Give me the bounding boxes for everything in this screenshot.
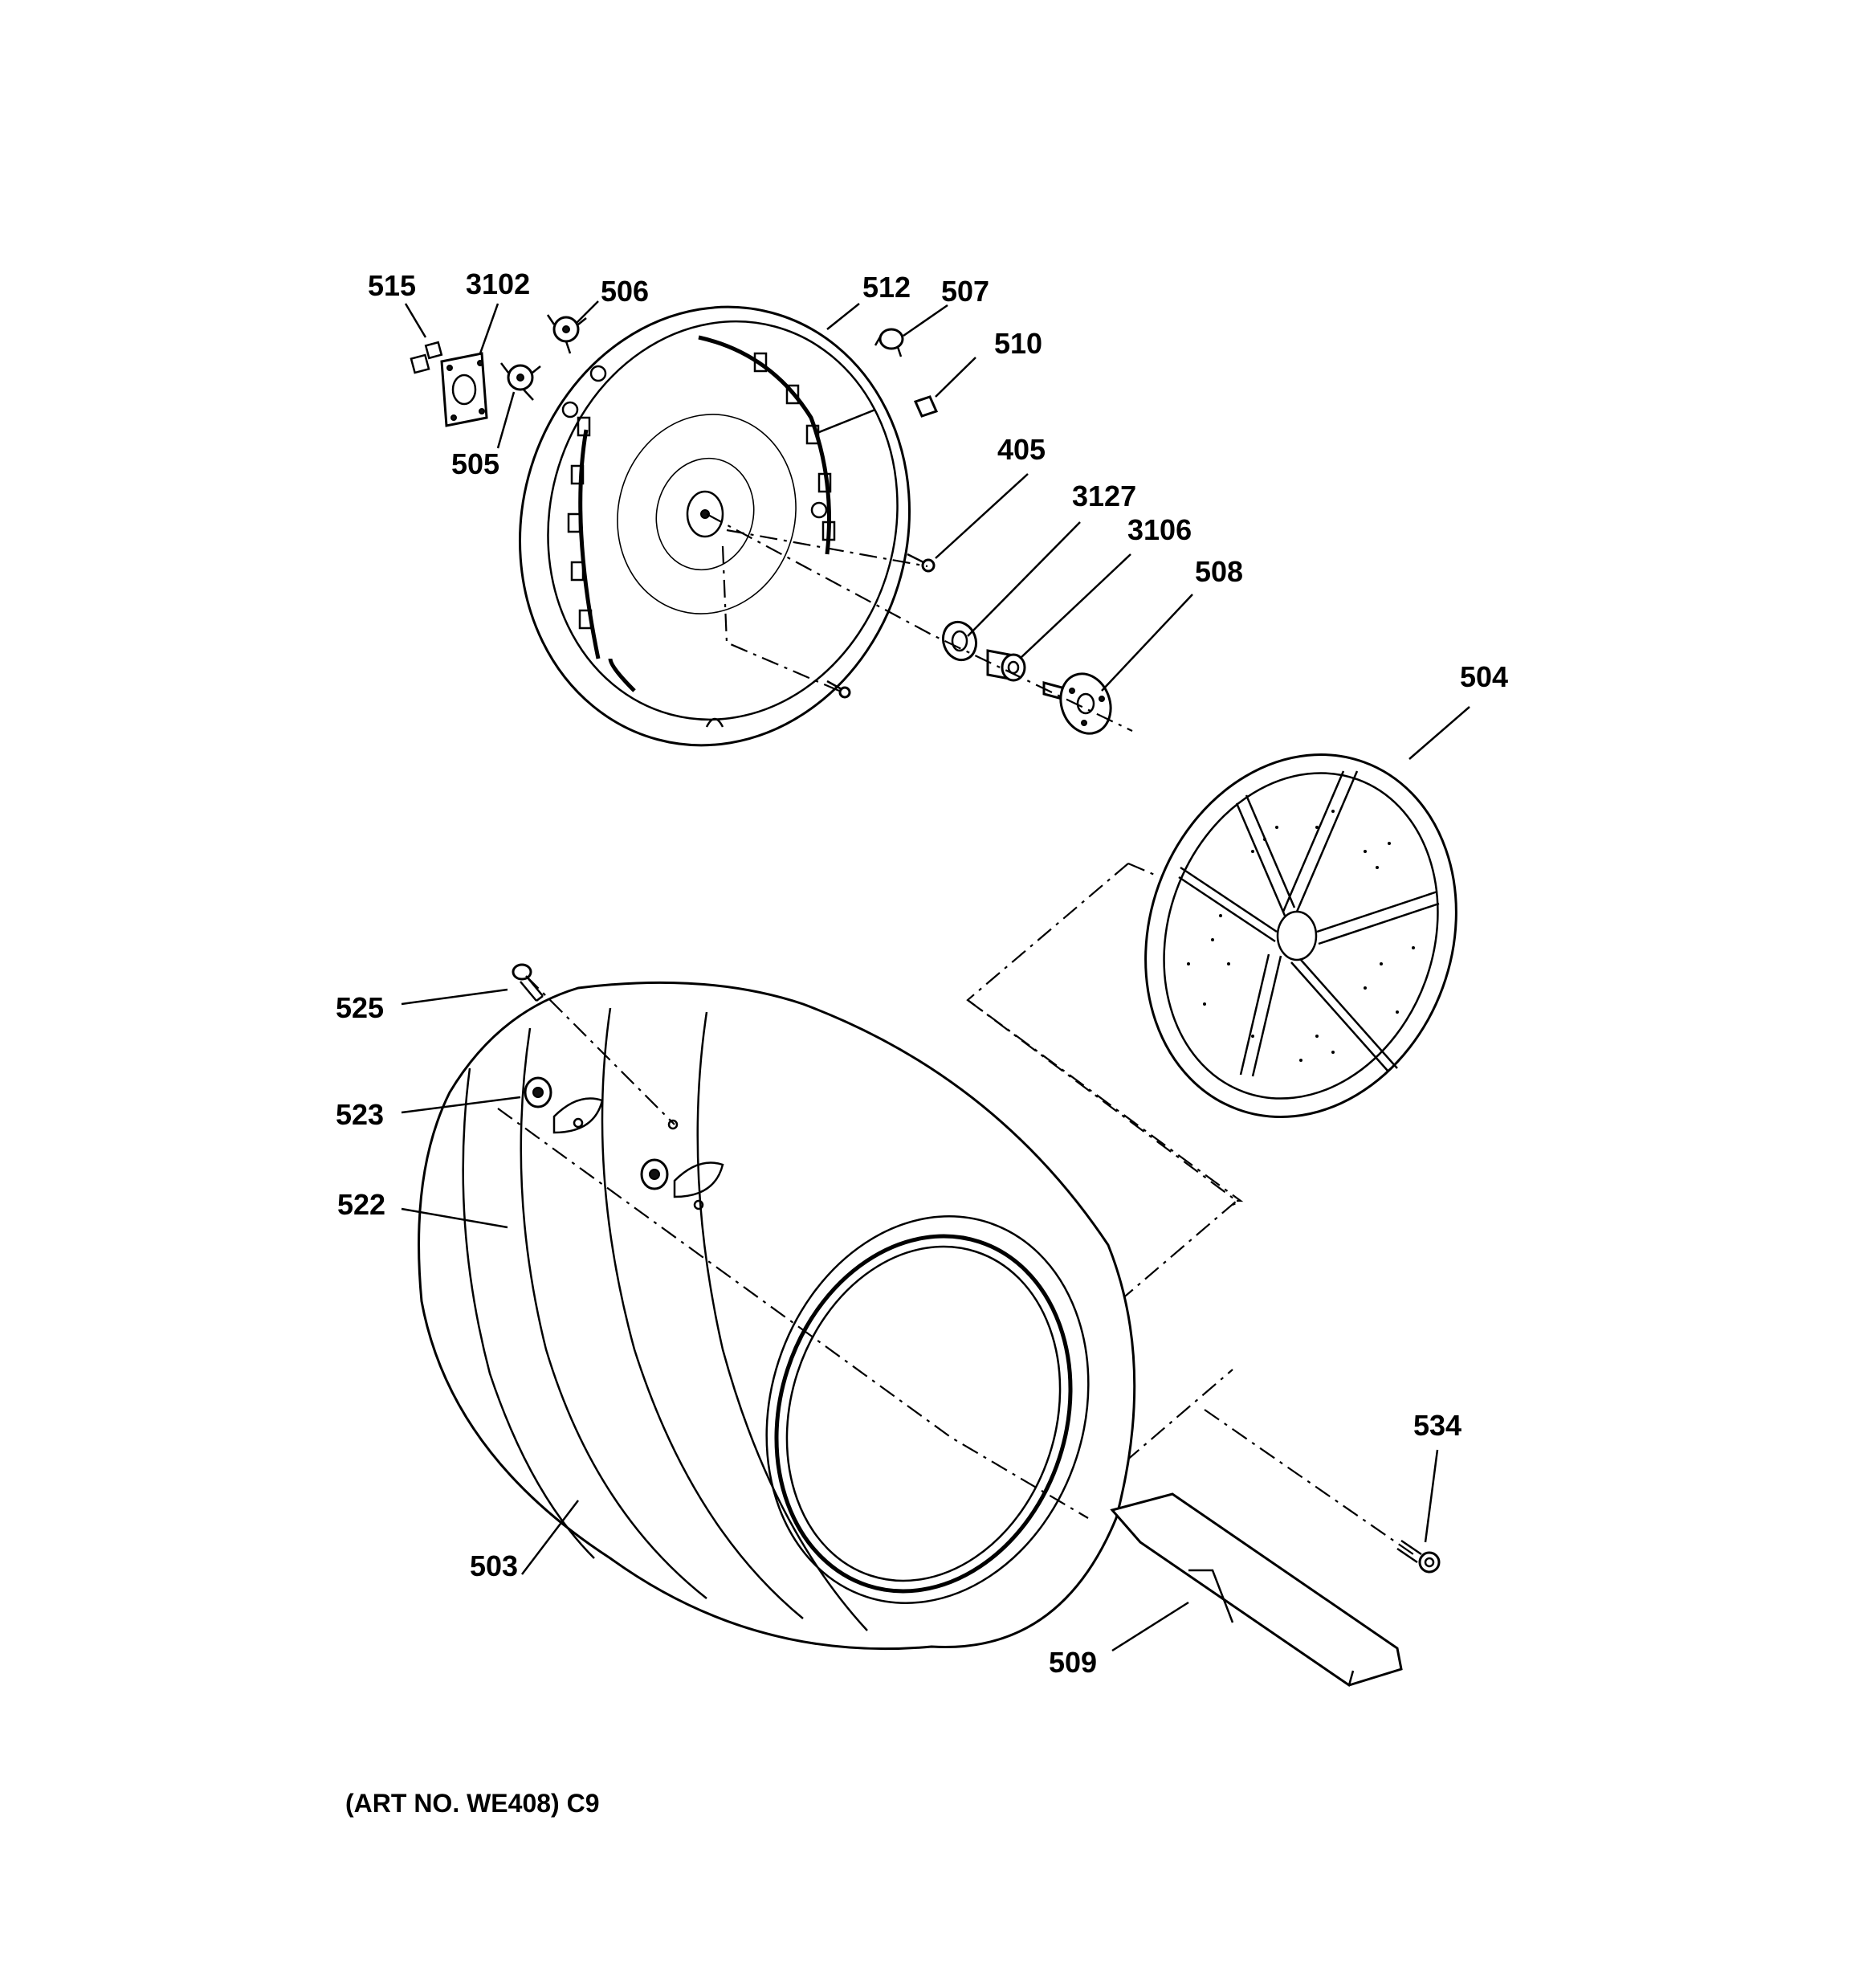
label-508: 508	[1195, 555, 1243, 588]
label-405: 405	[997, 433, 1046, 466]
label-525: 525	[336, 991, 384, 1024]
label-506: 506	[601, 275, 649, 308]
part-number-labels: 515 3102 506 512 507 510 505 405 3127 31…	[336, 267, 1508, 1679]
part-508-shaft	[1042, 672, 1112, 735]
label-534: 534	[1413, 1409, 1461, 1442]
label-3127: 3127	[1072, 480, 1136, 512]
part-3127-washer	[941, 620, 978, 662]
label-503: 503	[470, 1549, 518, 1582]
rear-bulkhead-512	[518, 305, 911, 747]
art-number: (ART NO. WE408) C9	[345, 1789, 599, 1818]
part-534-screw	[1396, 1539, 1441, 1574]
label-507: 507	[941, 275, 989, 308]
part-509-baffle	[1110, 1492, 1403, 1688]
label-509: 509	[1049, 1646, 1097, 1679]
label-510: 510	[994, 327, 1042, 360]
part-523-grommet	[524, 1076, 669, 1190]
part-510-clip	[913, 395, 939, 418]
part-405-screw	[907, 553, 936, 573]
label-523: 523	[336, 1098, 384, 1131]
part-lower-screw	[826, 680, 851, 699]
part-506-thermostat	[546, 314, 587, 354]
part-505-thermostat	[500, 362, 541, 401]
label-505: 505	[451, 447, 499, 480]
part-507-fuse	[874, 328, 904, 357]
leader-lines	[401, 300, 1470, 1652]
part-504-drum-back	[1144, 753, 1457, 1118]
label-522: 522	[337, 1188, 385, 1221]
part-3106-bearing	[986, 649, 1026, 682]
label-3106: 3106	[1127, 513, 1192, 546]
label-512: 512	[862, 271, 911, 304]
label-504: 504	[1460, 660, 1508, 693]
part-503-drum	[418, 981, 1136, 1651]
part-3102-bracket	[440, 352, 488, 427]
part-515-terminal-cover	[410, 341, 443, 374]
label-515: 515	[368, 269, 416, 302]
label-3102: 3102	[466, 267, 530, 300]
part-525-screw	[512, 963, 544, 1002]
